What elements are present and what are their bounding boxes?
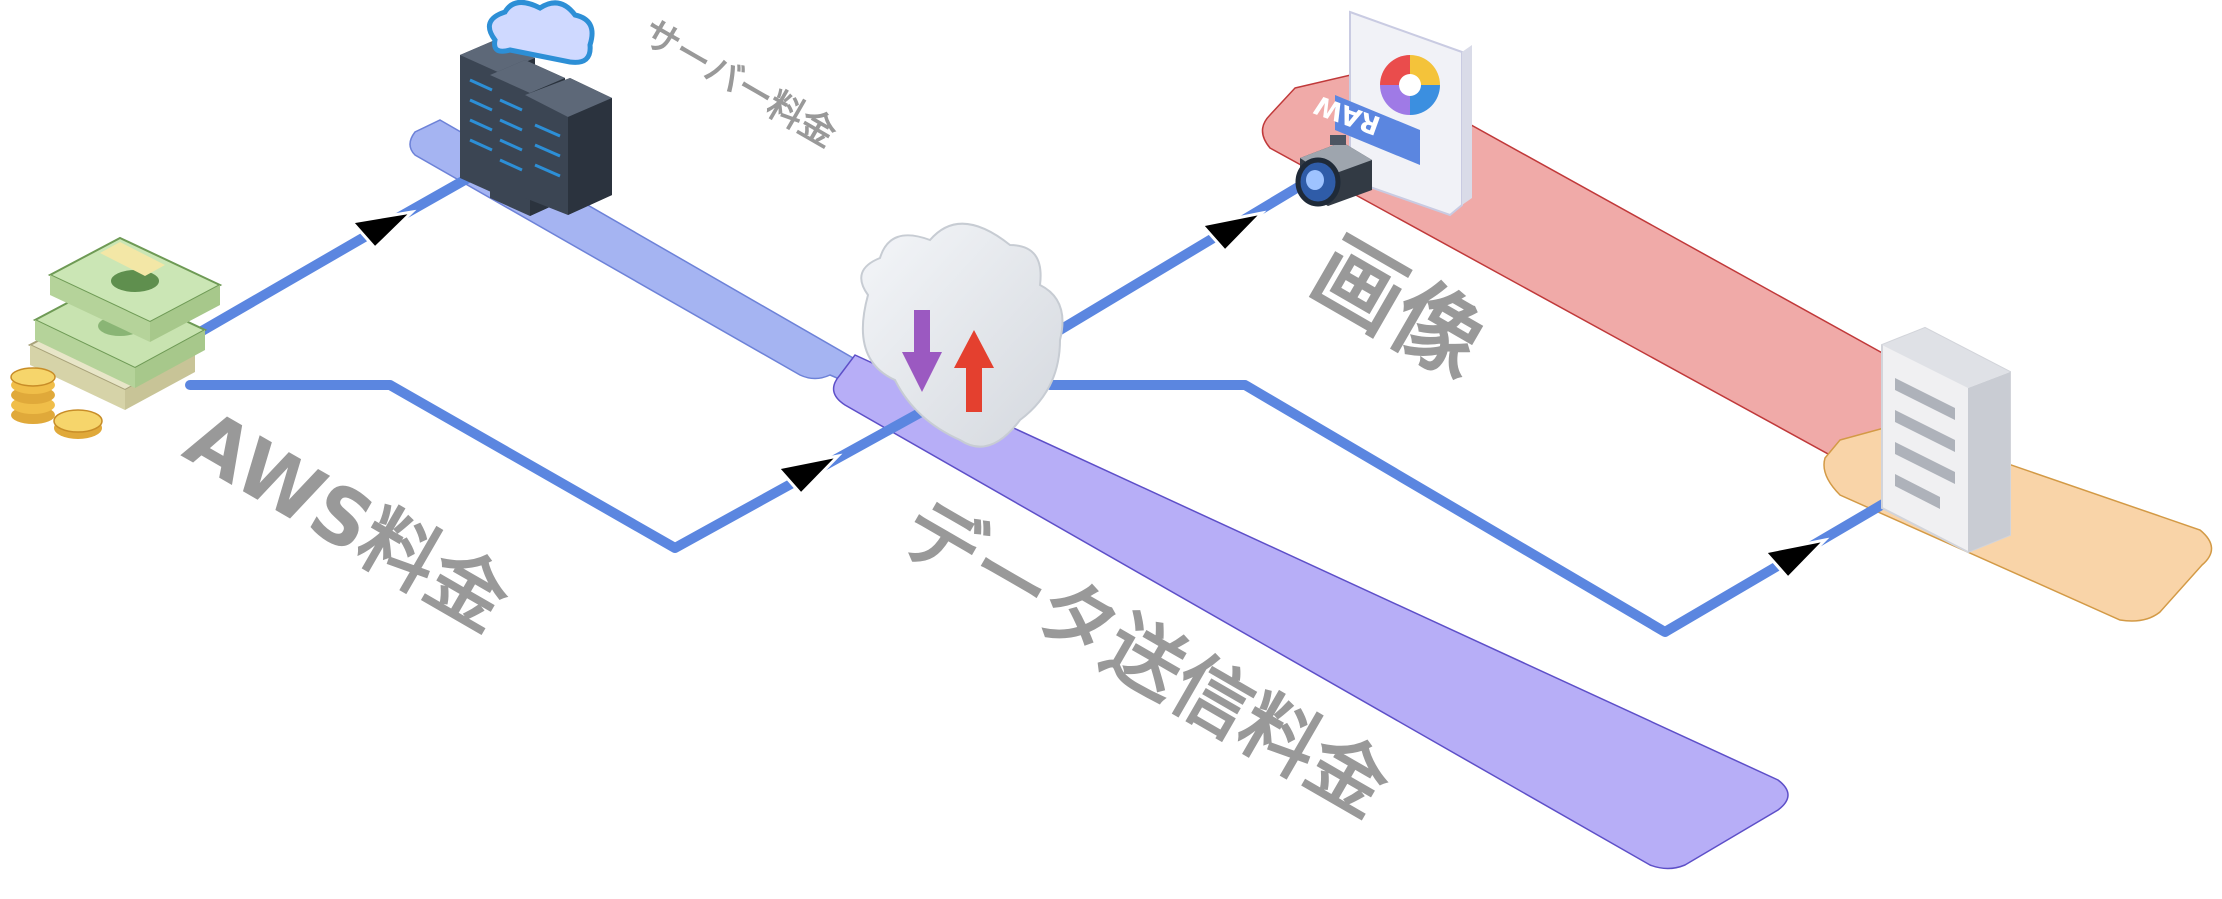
download-arrow-icon [902, 310, 942, 392]
server-cloud-icon [486, 0, 595, 65]
camera-icon [1295, 135, 1372, 207]
raw-image-file-icon: RAW [1311, 10, 1472, 217]
document-icon [1881, 326, 2011, 554]
arrow-to-document [1762, 537, 1830, 581]
arrowheads [349, 209, 1830, 581]
transfer-band [832, 354, 1789, 870]
server-rack-icon [460, 0, 612, 216]
coins [10, 367, 103, 439]
cloud-transfer-icon [860, 222, 1064, 448]
upload-arrow-icon [954, 330, 994, 412]
flow-cloud-to-image [1030, 175, 1315, 350]
arrow-to-server [349, 209, 417, 251]
money-stack-icon [10, 236, 223, 439]
arrow-to-cloud [775, 453, 843, 497]
arrow-to-image [1199, 210, 1267, 254]
flow-money-to-server [190, 155, 505, 340]
server-fee-label: サーバー料金 [636, 11, 845, 156]
